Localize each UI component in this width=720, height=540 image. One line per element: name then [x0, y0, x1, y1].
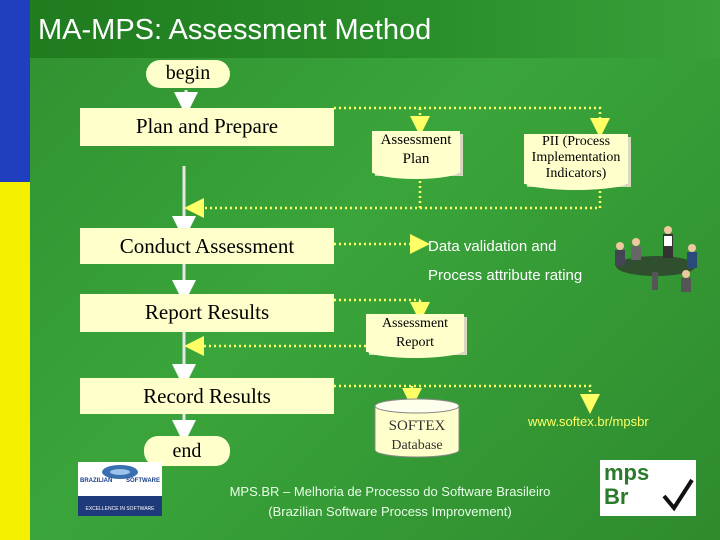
logo-right-line1: mps	[604, 460, 650, 485]
conduct-assessment-step: Conduct Assessment	[80, 228, 334, 264]
assessment-report-doc: Assessment Report	[366, 314, 464, 358]
data-validation-line1: Data validation and	[428, 238, 557, 255]
process-attribute-text: Process attribute rating	[428, 267, 582, 284]
conduct-assessment-label: Conduct Assessment	[119, 234, 295, 258]
assessment-plan-line2: Plan	[402, 151, 430, 167]
footer-line1: MPS.BR – Melhoria de Processo do Softwar…	[229, 484, 551, 499]
pii-line3: Indicators)	[545, 166, 607, 181]
pii-line1: PII (Process	[541, 134, 611, 149]
checkmark-icon	[662, 478, 694, 512]
assessment-report-line2: Report	[395, 335, 435, 350]
data-validation-text: Data validation and	[428, 238, 556, 255]
softex-database: SOFTEX Database	[374, 398, 460, 458]
assessment-report-line1: Assessment	[381, 316, 449, 331]
record-results-label: Record Results	[143, 384, 271, 408]
mps-br-logo: mps Br	[600, 460, 696, 516]
footer: MPS.BR – Melhoria de Processo do Softwar…	[200, 482, 580, 522]
assessment-plan-line1: Assessment	[380, 132, 452, 148]
begin-terminal: begin	[146, 60, 230, 88]
plan-prepare-label: Plan and Prepare	[135, 114, 279, 138]
softex-url[interactable]: www.softex.br/mpsbr	[528, 414, 649, 429]
left-strip-yellow	[0, 182, 30, 540]
globe-icon	[102, 465, 138, 479]
logo-left-line3: EXCELLENCE IN SOFTWARE	[85, 506, 155, 512]
plan-prepare-step: Plan and Prepare	[80, 108, 334, 146]
db-label-line1: SOFTEX	[388, 418, 446, 434]
softex-url-label: www.softex.br/mpsbr	[528, 414, 649, 429]
page-title: MA-MPS: Assessment Method	[38, 14, 432, 46]
pii-doc: PII (Process Implementation Indicators)	[524, 134, 628, 190]
footer-line2: (Brazilian Software Process Improvement)	[268, 504, 512, 519]
db-label-line2: Database	[391, 438, 443, 453]
brazilian-software-logo: BRAZILIAN SOFTWARE EXCELLENCE IN SOFTWAR…	[78, 462, 162, 516]
logo-right-line2: Br	[604, 484, 629, 509]
title-band	[0, 0, 720, 58]
data-validation-line2: Process attribute rating	[428, 267, 583, 284]
database-cylinder-icon	[374, 398, 460, 458]
report-results-step: Report Results	[80, 294, 334, 332]
logo-left-line2: SOFTWARE	[126, 478, 160, 484]
logo-left-line1: BRAZILIAN	[80, 478, 113, 484]
record-results-step: Record Results	[80, 378, 334, 414]
begin-label: begin	[165, 62, 211, 84]
end-label: end	[172, 440, 202, 462]
assessment-plan-doc: Assessment Plan	[372, 131, 460, 179]
end-terminal: end	[144, 436, 230, 466]
report-results-label: Report Results	[144, 300, 270, 324]
meeting-people-icon	[615, 226, 697, 292]
left-strip-blue	[0, 0, 30, 182]
pii-line2: Implementation	[531, 150, 621, 165]
